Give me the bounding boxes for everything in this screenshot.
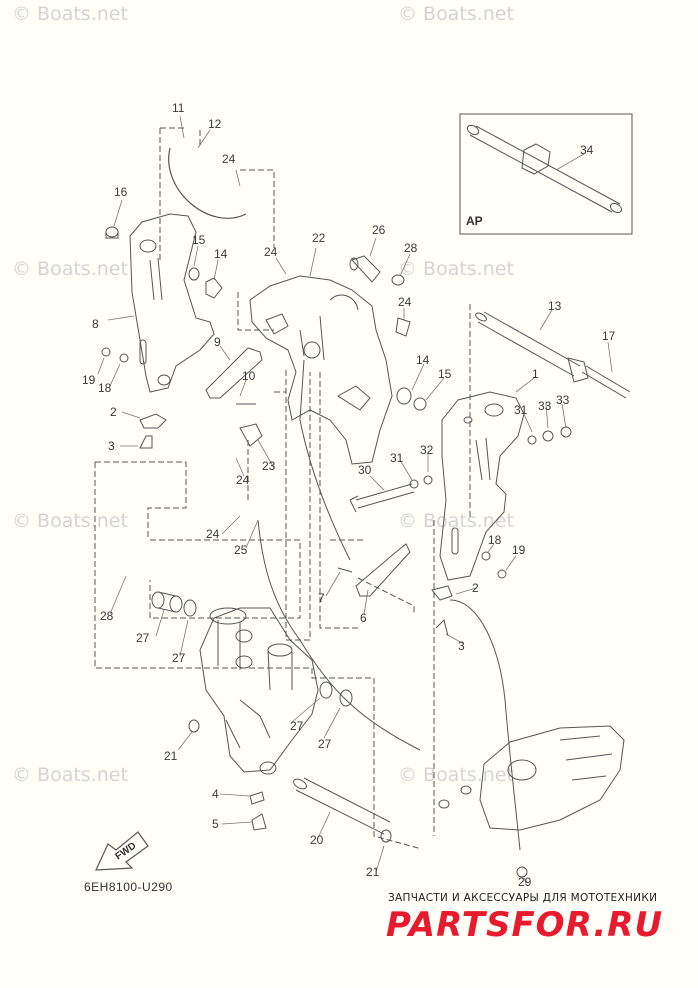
- callout-number: 17: [602, 329, 616, 343]
- lower-unit: [479, 725, 625, 831]
- callout-number: 24: [264, 245, 278, 259]
- part-20-tube: [295, 777, 391, 835]
- callout-number: 7: [318, 591, 325, 605]
- part-1-bracket: [439, 391, 525, 581]
- watermark: © Boats.net: [398, 764, 514, 786]
- callout-number: 33: [538, 399, 552, 413]
- callout-number: 31: [390, 451, 404, 465]
- callout-number: 24: [206, 527, 220, 541]
- callout-number: 2: [472, 581, 479, 595]
- callout-number: 16: [114, 185, 128, 199]
- callout-number: 27: [290, 719, 304, 733]
- callout-number: 25: [234, 543, 248, 557]
- callout-number: 24: [236, 473, 250, 487]
- diagram-code: 6EH8100-U290: [84, 880, 173, 894]
- callout-number: 22: [312, 231, 326, 245]
- callout-number: 26: [372, 223, 386, 237]
- part-8-bracket: [129, 213, 215, 393]
- tilt-trim-unit: [199, 607, 319, 773]
- brand-logo: PARTSFOR.RU: [386, 905, 664, 945]
- callout-number: 28: [404, 241, 418, 255]
- watermark: © Boats.net: [12, 510, 128, 532]
- watermark: © Boats.net: [398, 3, 514, 25]
- callout-number: 23: [262, 459, 276, 473]
- callout-number: 28: [100, 609, 114, 623]
- fwd-label: FWD: [113, 840, 138, 862]
- callout-number: 6: [360, 611, 367, 625]
- watermark: © Boats.net: [12, 3, 128, 25]
- callout-number: 19: [82, 373, 96, 387]
- callout-number: 10: [242, 369, 256, 383]
- callout-number: 20: [310, 833, 324, 847]
- watermark: © Boats.net: [398, 510, 514, 532]
- callout-number: 9: [214, 335, 221, 349]
- callout-number: 27: [318, 737, 332, 751]
- callout-number: 19: [512, 543, 526, 557]
- callout-number: 21: [164, 749, 178, 763]
- callout-number: 8: [92, 317, 99, 331]
- callout-number: 14: [214, 247, 228, 261]
- callout-number: 4: [212, 787, 219, 801]
- callout-number: 32: [420, 443, 434, 457]
- part-34-tube: [469, 125, 621, 213]
- callout-number: 34: [580, 143, 594, 157]
- callout-number: 14: [416, 353, 430, 367]
- inset-frame: [459, 113, 633, 235]
- callout-number: 3: [108, 439, 115, 453]
- callout-number: 27: [136, 631, 150, 645]
- callout-number: 29: [518, 875, 532, 889]
- part-13-shaft: [477, 311, 581, 377]
- callout-number: 11: [172, 101, 185, 115]
- callout-number: 5: [212, 817, 219, 831]
- callout-labels: 1112241615142224262824891019182334131711…: [82, 101, 616, 889]
- callout-number: 31: [514, 403, 528, 417]
- part-22-swivel-housing: [249, 275, 393, 465]
- callout-number: 12: [208, 117, 222, 131]
- callout-number: 24: [398, 295, 412, 309]
- watermark: © Boats.net: [12, 764, 128, 786]
- callout-number: 13: [548, 299, 562, 313]
- callout-number: 24: [222, 152, 236, 166]
- callout-number: 3: [458, 639, 465, 653]
- callout-number: 18: [488, 533, 502, 547]
- callout-number: 15: [192, 233, 206, 247]
- watermark: © Boats.net: [398, 258, 514, 280]
- callout-number: 18: [98, 381, 112, 395]
- footer-text: ЗАПЧАСТИ И АКСЕССУАРЫ ДЛЯ МОТОТЕХНИКИ: [388, 892, 658, 904]
- callout-number: 21: [366, 865, 380, 879]
- callout-number: 15: [438, 367, 452, 381]
- callout-number: 2: [110, 405, 117, 419]
- callout-number: 30: [358, 463, 372, 477]
- callout-number: 1: [532, 367, 539, 381]
- fwd-arrow-icon: [95, 831, 149, 871]
- callout-number: 33: [556, 393, 570, 407]
- inset-label: AP: [466, 214, 483, 228]
- watermark: © Boats.net: [12, 258, 128, 280]
- callout-number: 27: [172, 651, 186, 665]
